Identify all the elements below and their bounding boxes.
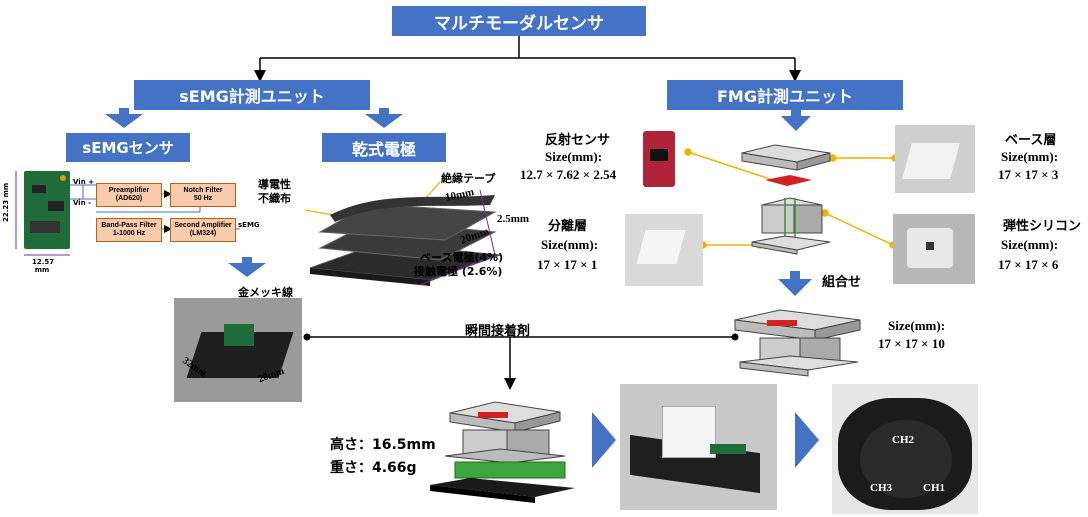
armband-photo	[832, 384, 978, 514]
dim-2-5mm: 2.5mm	[497, 213, 530, 225]
elastic-size-value: 17 × 17 × 6	[998, 257, 1059, 272]
elastic-silicone-label: 弾性シリコン	[1003, 219, 1082, 234]
conductive-cloth-label-1: 導電性	[258, 178, 291, 191]
insulating-tape-label: 絶縁テープ	[441, 172, 496, 185]
ch3-label: CH3	[870, 482, 892, 494]
combined-size-label: Size(mm):	[888, 318, 946, 333]
dry-electrode-box: 乾式電極	[322, 133, 446, 162]
base-size-value: 17 × 17 × 3	[998, 167, 1059, 182]
gold-wire-label: 金メッキ線	[238, 286, 293, 299]
notch-block: Notch Filter 50 Hz	[170, 183, 236, 207]
semg-assembly-photo	[174, 298, 302, 402]
adhesive-label: 瞬間接着剤	[465, 324, 531, 339]
weight-label: 重さ：4.66g	[330, 460, 417, 476]
main-title: マルチモーダルセンサ	[392, 6, 646, 36]
ch2-label: CH2	[892, 434, 914, 446]
conductive-cloth-label-2: 不織布	[258, 192, 291, 205]
ch1-label: CH1	[923, 482, 945, 494]
fmg-unit-box: FMG計測ユニット	[667, 80, 903, 110]
separator-label: 分離層	[548, 219, 588, 234]
blue-arrows	[105, 108, 819, 468]
preamp-block: Preamplifier (AD620)	[96, 183, 162, 207]
separator-size-label: Size(mm):	[541, 237, 599, 252]
semg-pcb-photo	[24, 171, 70, 249]
base-layer-photo	[895, 125, 975, 193]
height-label: 高さ：16.5mm	[330, 437, 436, 453]
combined-size-value: 17 × 17 × 10	[878, 336, 945, 351]
semg-unit-box: sEMG計測ユニット	[134, 80, 370, 110]
elastic-silicone-photo	[893, 214, 975, 284]
assembled-sensor-photo	[620, 384, 777, 510]
reflect-size-value: 12.7 × 7.62 × 2.54	[520, 167, 617, 182]
second-amp-block: Second Amplifier (LM324)	[170, 218, 236, 242]
contact-electrode-label: 接触電極 (2.6%)	[414, 265, 503, 278]
reflect-sensor-label: 反射センサ	[545, 133, 611, 148]
base-layer-label: ベース層	[1005, 133, 1057, 148]
adhesive-dot-left	[303, 333, 311, 341]
reflect-sensor-photo	[635, 125, 683, 193]
bandpass-block: Band-Pass Filter 1-1000 Hz	[96, 218, 162, 242]
separator-photo	[625, 214, 703, 286]
elastic-size-label: Size(mm):	[1001, 237, 1059, 252]
separator-size-value: 17 × 17 × 1	[537, 257, 598, 272]
pcb-width-dim: 12.57 mm	[32, 258, 55, 274]
adhesive-dot-right	[731, 333, 739, 341]
semg-sensor-box: sEMGセンサ	[66, 133, 190, 162]
base-electrode-label: ベース電極(4%)	[420, 251, 504, 264]
vin-minus-label: Vin -	[73, 199, 92, 207]
vin-plus-label: Vin +	[73, 178, 94, 186]
base-size-label: Size(mm):	[1001, 149, 1059, 164]
reflect-size-label: Size(mm):	[545, 149, 603, 164]
combine-label: 組合せ	[822, 275, 862, 290]
semg-out-label: sEMG	[238, 221, 260, 229]
